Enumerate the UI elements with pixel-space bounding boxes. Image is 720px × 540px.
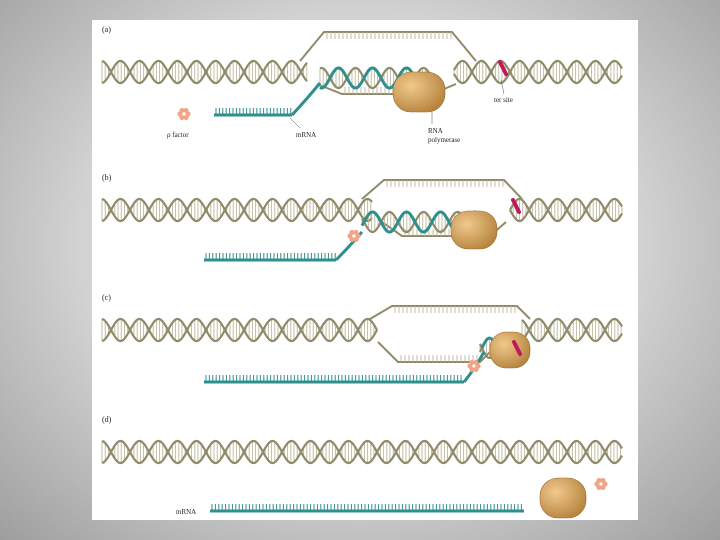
mrna-tail <box>204 253 336 262</box>
mrna-label: mRNA <box>296 131 316 139</box>
released-mrna-label: mRNA <box>176 508 196 516</box>
rna-polymerase <box>450 210 498 250</box>
ter-site-leader-line <box>500 79 505 95</box>
dna-helix-upstream <box>101 197 373 223</box>
rho-factor <box>467 359 481 373</box>
termination-figure: (a) (b) (c) (d) ρ factor mRNA RNA polyme… <box>92 20 638 520</box>
dna-helix-upstream <box>101 59 308 85</box>
dna-open-strand-top <box>369 305 531 320</box>
rna-polymerase-released <box>539 477 587 519</box>
rna-polymerase-label-2: polymerase <box>428 136 460 144</box>
dna-helix-upstream <box>101 317 378 343</box>
dna-open-strand-bottom <box>377 341 493 363</box>
panel-a <box>101 31 623 121</box>
ter-site-label: ter site <box>494 96 513 104</box>
rna-polymerase <box>489 331 531 369</box>
ter-site <box>511 198 521 214</box>
rho-factor <box>177 107 191 121</box>
mrna-released <box>210 504 524 513</box>
panel-label-b: (b) <box>102 173 112 182</box>
dna-helix-reformed <box>101 439 623 465</box>
panel-label-c: (c) <box>102 293 111 302</box>
rho-factor <box>347 229 361 243</box>
rho-factor-label: ρ factor <box>167 131 189 139</box>
diagram-canvas: (a) (b) (c) (d) ρ factor mRNA RNA polyme… <box>101 25 623 519</box>
ter-site <box>498 60 508 76</box>
rho-factor-released <box>594 477 608 491</box>
dna-open-strand-top <box>361 179 523 200</box>
panel-label-a: (a) <box>102 25 111 34</box>
rna-polymerase-label-1: RNA <box>428 127 443 135</box>
mrna-exit <box>290 82 322 117</box>
mrna-tail <box>204 375 464 384</box>
mrna-tail <box>214 108 292 117</box>
mrna-leader-line <box>289 117 301 129</box>
dna-helix-downstream <box>453 59 623 85</box>
dna-helix-downstream <box>521 317 623 343</box>
panel-b <box>101 179 623 262</box>
dna-helix-downstream <box>509 197 623 223</box>
ter-site <box>512 340 522 356</box>
panel-d <box>101 439 623 519</box>
rna-polymerase <box>392 71 446 113</box>
dna-template-open-strand-top <box>299 31 477 62</box>
panel-label-d: (d) <box>102 415 112 424</box>
panel-c <box>101 305 623 384</box>
